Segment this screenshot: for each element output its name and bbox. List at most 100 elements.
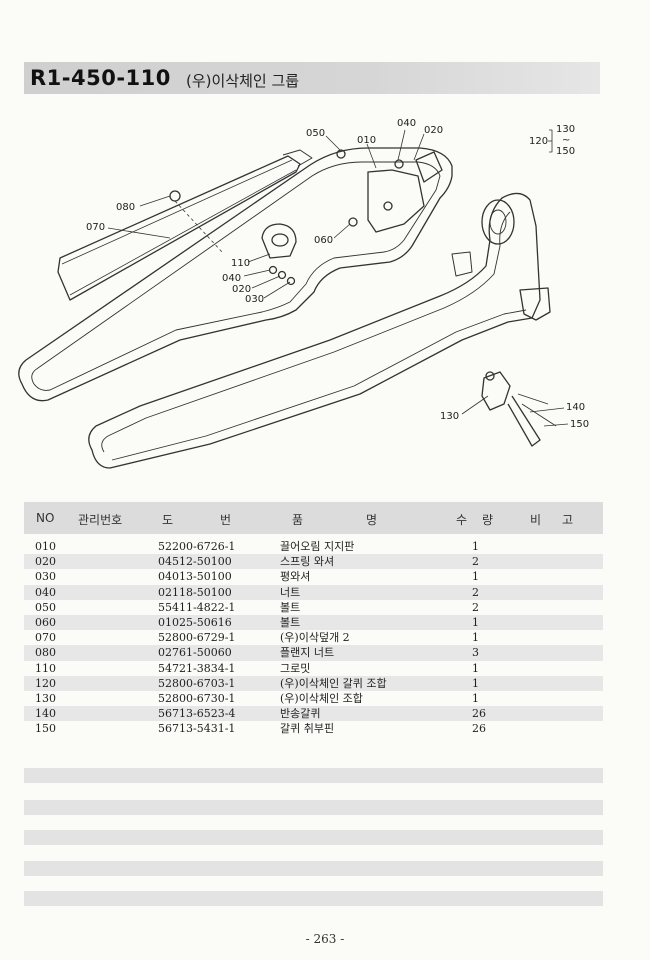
table-row: 060 01025-50616 볼트 1 bbox=[24, 614, 603, 631]
header-qty-2: 량 bbox=[482, 513, 494, 527]
grommet bbox=[271, 233, 289, 247]
drawing-no-cell: 02118-50100 bbox=[158, 585, 232, 599]
part-no-cell: 060 bbox=[35, 615, 56, 629]
part-name-cell: 그로밋 bbox=[280, 661, 311, 675]
quantity-cell: 1 bbox=[472, 615, 479, 629]
drawing-no-cell: 04512-50100 bbox=[158, 555, 232, 569]
part-no-cell: 080 bbox=[35, 646, 56, 660]
header-remark-2: 고 bbox=[562, 513, 574, 527]
quantity-cell: 1 bbox=[472, 631, 479, 645]
part-no-cell: 020 bbox=[35, 555, 56, 569]
callout-030: 030 bbox=[245, 294, 264, 305]
part-no-cell: 140 bbox=[35, 707, 56, 721]
drawing-no-cell: 04013-50100 bbox=[158, 570, 232, 584]
bolt bbox=[336, 149, 346, 159]
part-name-cell: 반송갈퀴 bbox=[280, 707, 321, 721]
callout-040: 040 bbox=[397, 118, 416, 129]
table-row: 130 52800-6730-1 (우)이삭체인 조합 1 bbox=[24, 691, 603, 706]
part-name-cell: 갈퀴 취부핀 bbox=[280, 722, 335, 736]
parts-table: NO 관리번호 도 번 품 명 수 량 비 고 010 52200-6726-1 끌… bbox=[24, 502, 603, 736]
quantity-cell: 1 bbox=[472, 570, 479, 584]
callout-020-lower: 020 bbox=[232, 284, 251, 295]
callout-040-lower: 040 bbox=[222, 273, 241, 284]
part-no-cell: 150 bbox=[35, 722, 56, 736]
part-no-cell: 030 bbox=[35, 570, 56, 584]
callout-020: 020 bbox=[424, 125, 443, 136]
table-row: 140 56713-6523-4 반송갈퀴 26 bbox=[24, 706, 603, 722]
header-qty-1: 수 bbox=[456, 513, 468, 527]
drawing-no-cell: 56713-6523-4 bbox=[158, 707, 236, 721]
header-drawing-1: 도 bbox=[162, 513, 174, 527]
part-name-cell: (우)이삭체인 조합 bbox=[280, 691, 363, 705]
header-drawing-2: 번 bbox=[220, 513, 232, 527]
table-row: 030 04013-50100 평와셔 1 bbox=[24, 569, 603, 584]
table-body: 010 52200-6726-1 끌어오림 지지판 1 020 04512-50100 스프… bbox=[24, 539, 603, 736]
part-name-cell: (우)이삭체인 갈퀴 조합 bbox=[280, 676, 387, 690]
quantity-cell: 26 bbox=[472, 722, 486, 736]
part-no-cell: 070 bbox=[35, 631, 56, 645]
part-name-cell: 너트 bbox=[280, 585, 301, 599]
part-name-cell: 볼트 bbox=[280, 600, 301, 614]
blank-row bbox=[24, 768, 603, 783]
group-name: (우)이삭체인 그룹 bbox=[186, 72, 300, 90]
table-header: NO 관리번호 도 번 품 명 수 량 비 고 bbox=[24, 502, 603, 534]
callout-110: 110 bbox=[231, 258, 250, 269]
nut bbox=[268, 265, 278, 275]
part-no-cell: 050 bbox=[35, 600, 56, 614]
callout-050: 050 bbox=[306, 128, 325, 139]
title-bar: R1-450-110 (우)이삭체인 그룹 bbox=[24, 62, 600, 94]
callout-010: 010 bbox=[357, 135, 376, 146]
drawing-no-cell: 52800-6730-1 bbox=[158, 691, 236, 705]
part-name-cell: (우)이삭덮개 2 bbox=[280, 631, 350, 645]
group-code: R1-450-110 bbox=[30, 66, 171, 90]
drawing-no-cell: 54721-3834-1 bbox=[158, 661, 236, 675]
support-plate bbox=[367, 169, 425, 233]
quantity-cell: 1 bbox=[472, 691, 479, 705]
chain-assembly-detail bbox=[481, 371, 557, 447]
lower-chain-frame bbox=[88, 192, 541, 469]
callout-060: 060 bbox=[314, 235, 333, 246]
quantity-cell: 2 bbox=[472, 600, 479, 614]
part-no-cell: 130 bbox=[35, 691, 56, 705]
callout-150-range: 150 bbox=[556, 146, 575, 157]
flange-nut bbox=[169, 190, 181, 202]
header-mgmt-no: 관리번호 bbox=[78, 513, 123, 527]
callout-140: 140 bbox=[566, 402, 585, 413]
header-remark-1: 비 bbox=[530, 513, 542, 527]
part-name-cell: 스프링 와셔 bbox=[280, 555, 335, 569]
quantity-cell: 26 bbox=[472, 707, 486, 721]
drawing-no-cell: 52200-6726-1 bbox=[158, 540, 236, 553]
header-no: NO bbox=[36, 511, 55, 525]
drawing-no-cell: 02761-50060 bbox=[158, 646, 232, 660]
blank-row bbox=[24, 861, 603, 876]
callout-120: 120 bbox=[529, 136, 548, 147]
header-name-2: 명 bbox=[366, 513, 378, 527]
part-name-cell: 끌어오림 지지판 bbox=[280, 540, 355, 553]
part-no-cell: 010 bbox=[35, 540, 56, 553]
chain-frame bbox=[18, 147, 453, 402]
callout-150: 150 bbox=[570, 419, 589, 430]
callout-130: 130 bbox=[440, 411, 459, 422]
blank-row bbox=[24, 891, 603, 906]
callout-080: 080 bbox=[116, 202, 135, 213]
quantity-cell: 3 bbox=[472, 646, 479, 660]
part-name-cell: 평와셔 bbox=[280, 570, 311, 584]
drawing-no-cell: 56713-5431-1 bbox=[158, 722, 236, 736]
quantity-cell: 1 bbox=[472, 676, 479, 690]
part-name-cell: 볼트 bbox=[280, 615, 301, 629]
callout-130-range: 130 bbox=[556, 124, 575, 135]
header-name-1: 품 bbox=[292, 513, 304, 527]
drawing-no-cell: 01025-50616 bbox=[158, 615, 232, 629]
quantity-cell: 2 bbox=[472, 585, 479, 599]
table-row: 150 56713-5431-1 갈퀴 취부핀 26 bbox=[24, 721, 603, 736]
blank-row bbox=[24, 800, 603, 815]
cover-plate bbox=[57, 155, 301, 301]
callout-range-tilde: ~ bbox=[562, 135, 570, 146]
